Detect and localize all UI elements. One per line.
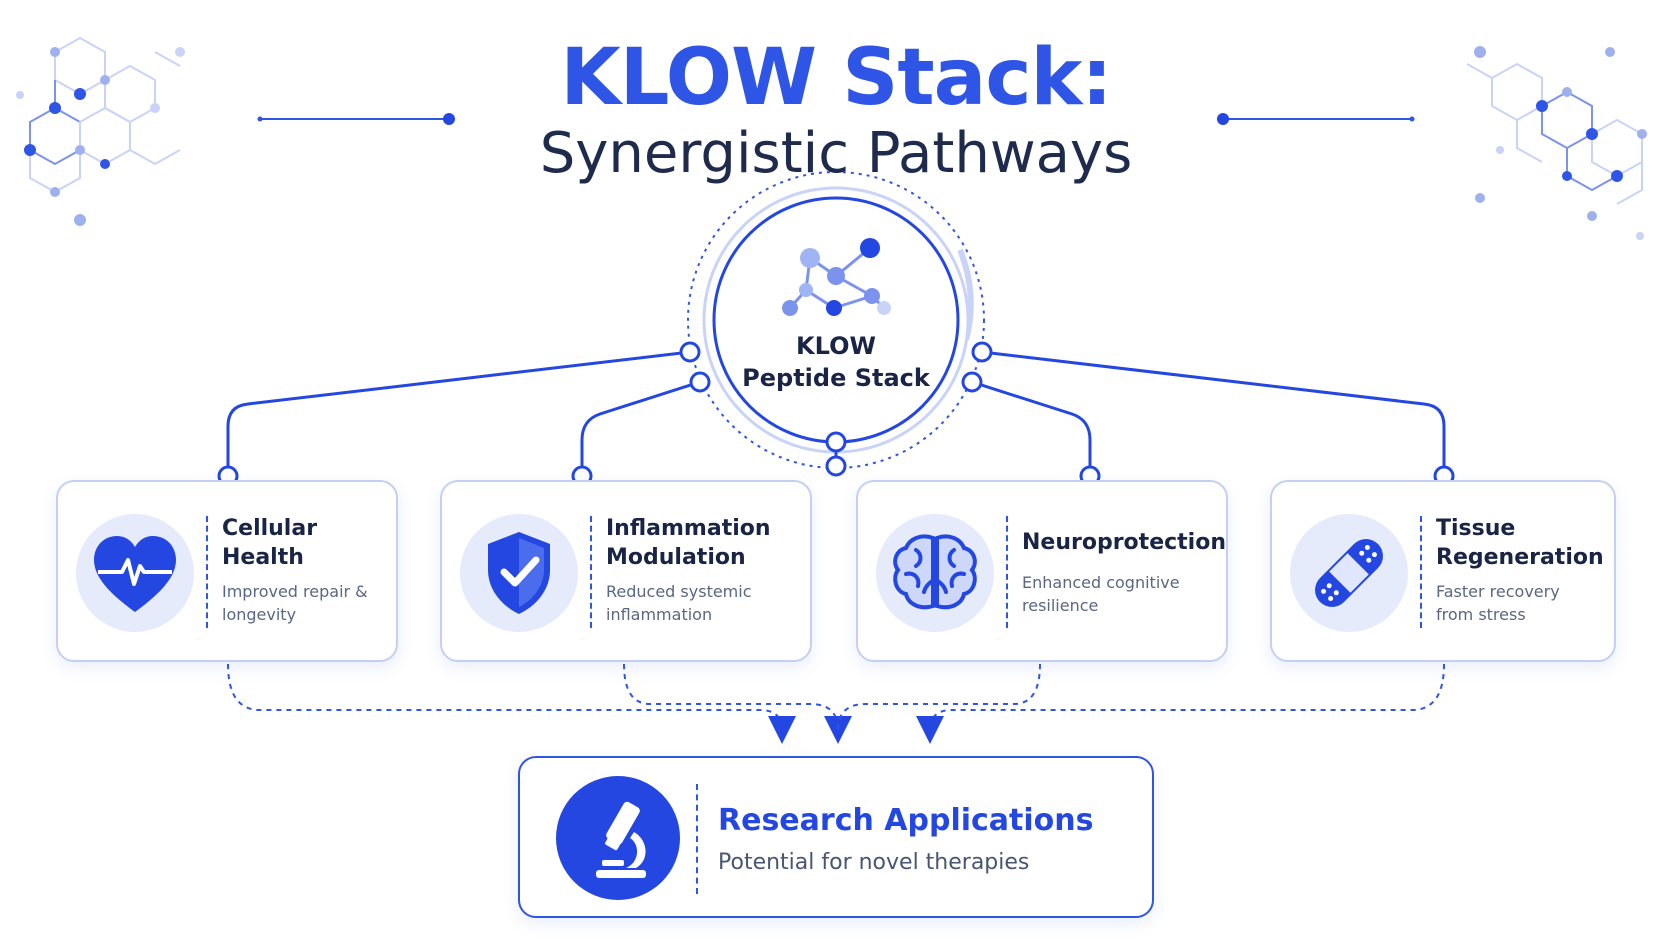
outcome-connectors bbox=[227, 663, 1445, 744]
title-rule-left bbox=[257, 113, 455, 125]
card-title-line1: Neuroprotection bbox=[1022, 530, 1226, 555]
card-desc-line1: Enhanced cognitive bbox=[1022, 573, 1180, 592]
card-desc-line2: from stress bbox=[1436, 605, 1526, 624]
title-rule-right bbox=[1217, 113, 1415, 125]
card-desc-line2: resilience bbox=[1022, 596, 1099, 615]
card-text: Neuroprotection Enhanced cognitive resil… bbox=[1022, 528, 1226, 617]
card-desc-line1: Improved repair & bbox=[222, 582, 368, 601]
card-description: Improved repair & longevity bbox=[222, 580, 384, 626]
molecule-icon bbox=[782, 238, 891, 316]
title-subtitle: Synergistic Pathways bbox=[539, 121, 1133, 186]
hub-label: KLOW Peptide Stack bbox=[736, 330, 936, 394]
card-title-line2: Health bbox=[222, 545, 304, 570]
card-desc-line1: Reduced systemic bbox=[606, 582, 752, 601]
brain-icon bbox=[876, 514, 994, 632]
page-title: KLOW Stack: Synergistic Pathways bbox=[0, 32, 1672, 188]
outcome-title: Research Applications bbox=[718, 803, 1094, 838]
outcome-card-research-applications: Research Applications Potential for nove… bbox=[518, 756, 1154, 918]
bandage-icon bbox=[1290, 514, 1408, 632]
pathway-card-cellular-health: Cellular Health Improved repair & longev… bbox=[56, 480, 398, 662]
card-divider bbox=[1420, 516, 1422, 628]
hexagon-nodes-left bbox=[16, 47, 185, 226]
shield-check-icon bbox=[460, 514, 578, 632]
card-title-line2: Modulation bbox=[606, 545, 746, 570]
card-title: Tissue Regeneration bbox=[1436, 514, 1604, 572]
outcome-description: Potential for novel therapies bbox=[718, 850, 1030, 875]
card-desc-line1: Faster recovery bbox=[1436, 582, 1560, 601]
hub-label-line1: KLOW bbox=[796, 332, 876, 360]
card-description: Reduced systemic inflammation bbox=[606, 580, 798, 626]
card-title-line2: Regeneration bbox=[1436, 545, 1604, 570]
card-text: Cellular Health Improved repair & longev… bbox=[222, 514, 384, 626]
card-title: Inflammation Modulation bbox=[606, 514, 798, 572]
card-title-line1: Tissue bbox=[1436, 516, 1516, 541]
card-description: Enhanced cognitive resilience bbox=[1022, 571, 1214, 617]
hub-label-line2: Peptide Stack bbox=[742, 364, 930, 392]
card-description: Faster recovery from stress bbox=[1436, 580, 1602, 626]
card-title-line1: Inflammation bbox=[606, 516, 771, 541]
card-title-line1: Cellular bbox=[222, 516, 318, 541]
card-title: Neuroprotection bbox=[1022, 528, 1226, 557]
heart-pulse-icon bbox=[76, 514, 194, 632]
card-divider bbox=[1006, 516, 1008, 628]
card-divider bbox=[206, 516, 208, 628]
pathway-card-neuroprotection: Neuroprotection Enhanced cognitive resil… bbox=[856, 480, 1228, 662]
hub-rings bbox=[687, 171, 985, 469]
pathway-card-inflammation-modulation: Inflammation Modulation Reduced systemic… bbox=[440, 480, 812, 662]
card-divider bbox=[590, 516, 592, 628]
pathway-card-tissue-regeneration: Tissue Regeneration Faster recovery from… bbox=[1270, 480, 1616, 662]
hub-connectors bbox=[226, 350, 1446, 476]
microscope-icon bbox=[556, 776, 680, 900]
hexagon-nodes-right bbox=[1474, 46, 1647, 240]
title-main: KLOW Stack: bbox=[560, 33, 1112, 123]
card-text: Inflammation Modulation Reduced systemic… bbox=[606, 514, 798, 626]
card-desc-line2: inflammation bbox=[606, 605, 713, 624]
card-desc-line2: longevity bbox=[222, 605, 297, 624]
card-text: Tissue Regeneration Faster recovery from… bbox=[1436, 514, 1604, 626]
card-title: Cellular Health bbox=[222, 514, 384, 572]
outcome-divider bbox=[696, 784, 698, 894]
